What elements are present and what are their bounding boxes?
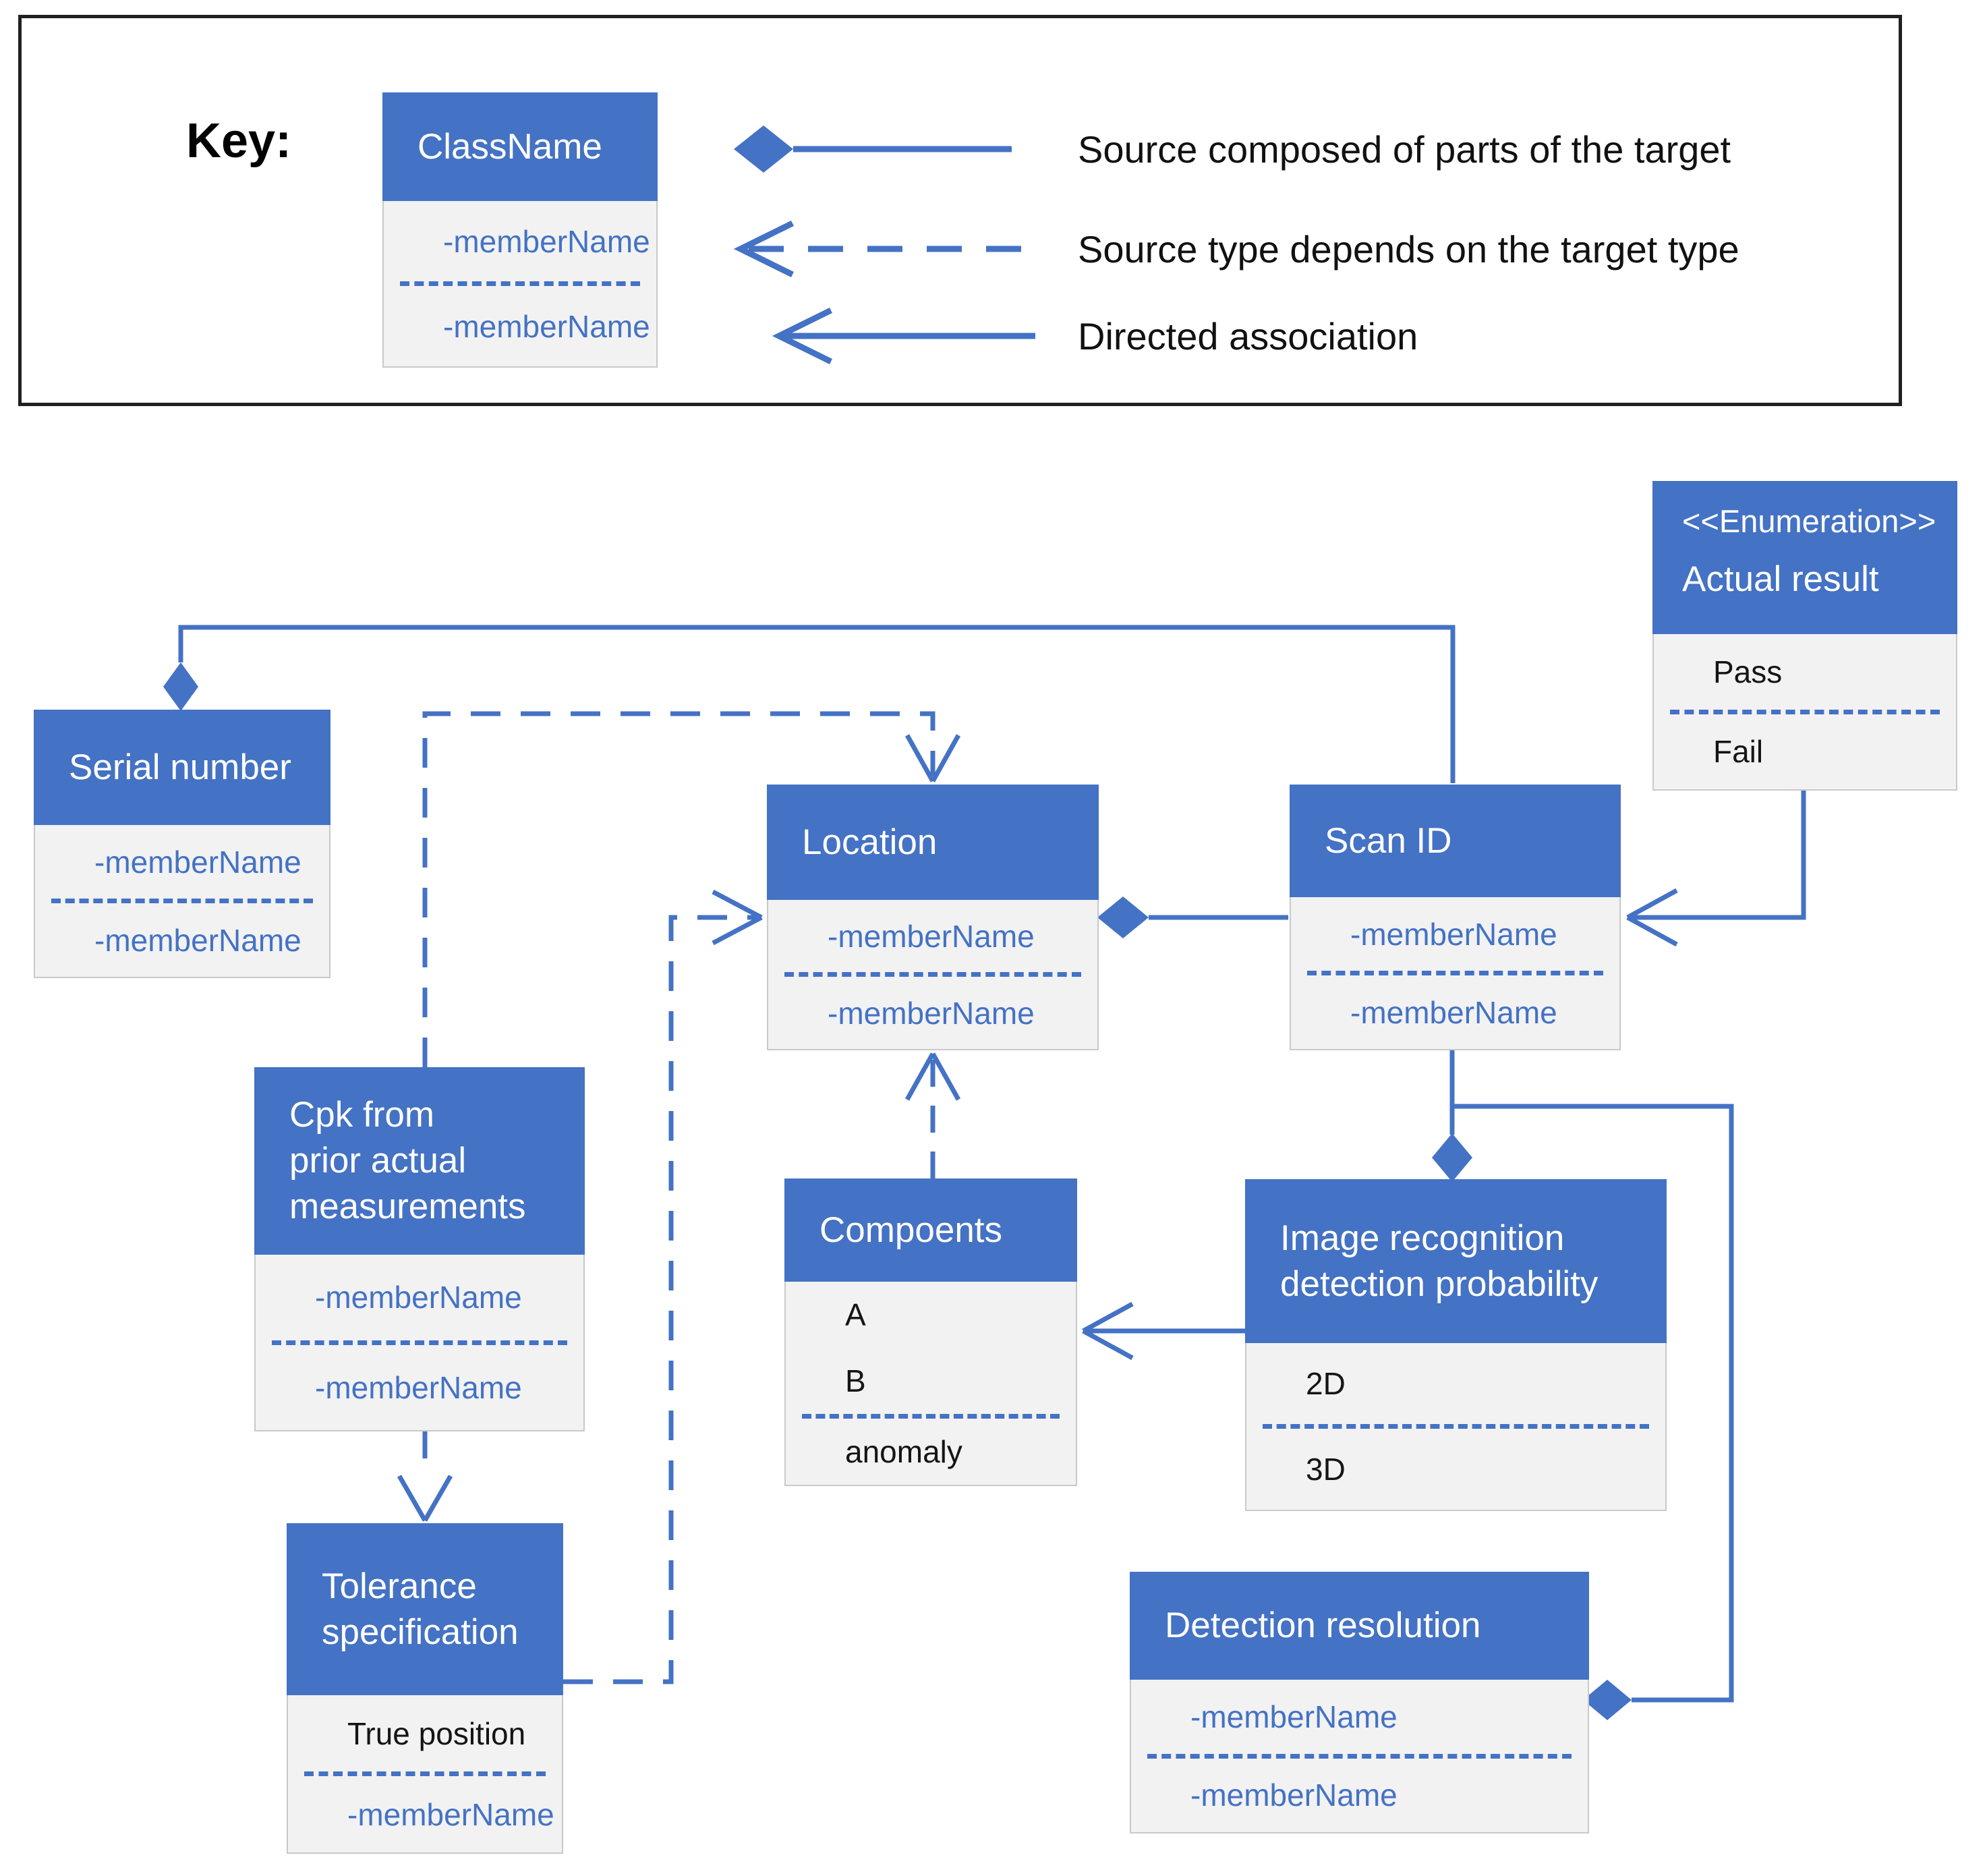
composition-diamond-line-icon	[734, 125, 1012, 173]
dependency-compoents-to-location	[904, 1052, 961, 1178]
member-row: anomaly	[845, 1434, 962, 1469]
member-row: True position	[347, 1715, 526, 1751]
member-row: 2D	[1306, 1366, 1346, 1401]
member-separator	[784, 972, 1081, 977]
member-row: B	[845, 1363, 866, 1398]
class-body: -memberName -memberName	[1131, 1680, 1588, 1832]
member-separator	[304, 1771, 546, 1776]
member-row: 3D	[1306, 1452, 1346, 1487]
member-row: -memberName	[94, 922, 301, 958]
member-row: -memberName	[347, 1796, 554, 1832]
class-body: Pass Fail	[1654, 634, 1956, 789]
class-header: <<Enumeration>> Actual result	[1652, 481, 1957, 634]
class-title: Scan ID	[1290, 785, 1621, 897]
class-detection-resolution: Detection resolution -memberName -member…	[1130, 1572, 1589, 1834]
class-cpk: Cpk from prior actual measurements -memb…	[254, 1067, 585, 1431]
dependency-tolerance-to-location	[563, 889, 763, 1684]
dependency-cpk-to-tolerance	[397, 1431, 453, 1522]
class-title: Serial number	[34, 710, 330, 825]
key-example-class-title: ClassName	[382, 92, 658, 201]
key-label: Key:	[186, 114, 292, 168]
dashed-open-arrow-icon	[733, 220, 1035, 278]
member-row: -memberName	[1190, 1778, 1398, 1813]
composition-location-to-scan-id	[1097, 897, 1288, 938]
class-title: Tolerance specification	[287, 1523, 563, 1695]
legend-row-association: Directed association	[728, 293, 1418, 378]
member-row: -memberName	[1350, 916, 1557, 952]
class-body: -memberName -memberName	[256, 1255, 583, 1430]
member-separator	[802, 1414, 1060, 1419]
class-title: Actual result	[1682, 559, 1879, 600]
member-row: -memberName	[94, 844, 301, 880]
legend-label: Source composed of parts of the target	[1078, 127, 1731, 171]
composition-serial-number-to-scan-id	[163, 625, 1456, 783]
class-body: -memberName -memberName	[35, 825, 329, 977]
association-actual-result-to-scan-id	[1626, 791, 1806, 947]
class-body: A B anomaly	[786, 1282, 1076, 1485]
class-image-recognition: Image recognition detection probability …	[1245, 1179, 1667, 1511]
member-row: -memberName	[1190, 1699, 1398, 1734]
class-body: 2D 3D	[1246, 1343, 1665, 1510]
class-actual-result: <<Enumeration>> Actual result Pass Fail	[1652, 481, 1957, 791]
class-body: -memberName -memberName	[1291, 897, 1619, 1049]
class-stereotype: <<Enumeration>>	[1682, 503, 1936, 539]
member-separator	[400, 281, 640, 286]
class-title: Detection resolution	[1130, 1572, 1589, 1680]
member-separator	[1670, 709, 1940, 714]
class-tolerance-specification: Tolerance specification True position -m…	[287, 1523, 563, 1854]
member-row: A	[845, 1297, 866, 1332]
member-separator	[1147, 1753, 1572, 1759]
class-title: Cpk from prior actual measurements	[254, 1067, 585, 1255]
member-row: Pass	[1713, 654, 1783, 689]
legend-row-composition: Source composed of parts of the target	[728, 107, 1731, 192]
member-row: Fail	[1713, 734, 1764, 770]
class-title: Location	[767, 785, 1099, 900]
solid-open-arrow-icon	[772, 307, 1035, 365]
class-location: Location -memberName -memberName	[767, 785, 1099, 1050]
member-row: -memberName	[828, 995, 1035, 1031]
association-image-recognition-to-compoents	[1082, 1301, 1245, 1361]
class-scan-id: Scan ID -memberName -memberName	[1290, 785, 1621, 1050]
class-body: -memberName -memberName	[768, 900, 1097, 1049]
class-compoents: Compoents A B anomaly	[784, 1178, 1077, 1486]
member-row: -memberName	[443, 223, 650, 259]
member-separator	[51, 899, 313, 903]
key-example-class: ClassName -memberName -memberName	[382, 92, 658, 368]
class-title: Compoents	[784, 1178, 1077, 1282]
member-separator	[272, 1340, 567, 1345]
key-box	[18, 15, 1902, 406]
legend-label: Directed association	[1078, 314, 1418, 358]
member-row: -memberName	[443, 308, 650, 344]
legend-label: Source type depends on the target type	[1078, 227, 1739, 271]
member-row: -memberName	[828, 918, 1035, 954]
class-serial-number: Serial number -memberName -memberName	[34, 710, 330, 978]
key-example-class-body: -memberName -memberName	[384, 201, 656, 366]
member-separator	[1263, 1424, 1649, 1429]
composition-image-recognition-to-scan-id	[1432, 1050, 1472, 1182]
class-body: True position -memberName	[288, 1695, 562, 1852]
class-title: Image recognition detection probability	[1245, 1179, 1667, 1343]
member-separator	[1307, 971, 1603, 975]
legend-row-dependency: Source type depends on the target type	[728, 206, 1739, 291]
member-row: -memberName	[315, 1369, 522, 1405]
member-row: -memberName	[1350, 994, 1557, 1030]
member-row: -memberName	[315, 1280, 522, 1315]
